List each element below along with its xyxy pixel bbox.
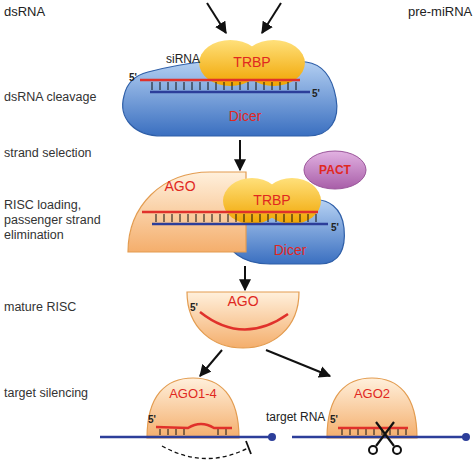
protein-node: AGO1-4 [145, 376, 241, 440]
node-outline [325, 376, 419, 440]
end-marker: 5' [129, 70, 137, 85]
flow-arrow [200, 350, 222, 376]
end-marker: 5' [190, 300, 198, 315]
protein-label: AGO [227, 293, 258, 309]
annotation-label: dsRNA cleavage [4, 90, 96, 105]
flow-arrow [266, 350, 330, 376]
input-arrow [207, 3, 226, 33]
annotation-label: dsRNA [4, 4, 45, 19]
end-marker: 5' [148, 412, 156, 427]
protein-label: Dicer [274, 242, 307, 258]
protein-shape [147, 378, 239, 438]
flow-arrow [239, 140, 241, 170]
annotation-label: target RNA [266, 410, 325, 425]
annotation-label: target silencing [4, 386, 88, 401]
annotation-label: strand selection [4, 146, 92, 161]
protein-label: AGO [164, 178, 195, 194]
protein-label: TRBP [233, 54, 270, 70]
end-marker: 5' [312, 86, 320, 101]
scissor-handle [393, 446, 401, 454]
protein-shape [187, 292, 299, 348]
protein-shape [123, 59, 337, 136]
protein-node: TRBP [222, 176, 322, 226]
annotation-label: RISC loading, passenger strand eliminati… [4, 198, 122, 243]
protein-node: AGO2 [325, 376, 419, 440]
scissor-handle [369, 446, 377, 454]
protein-label: TRBP [253, 192, 290, 208]
protein-shape [226, 200, 345, 264]
node-outline [145, 376, 241, 440]
target-rna-end [268, 433, 276, 441]
protein-shape [327, 378, 417, 438]
annotation-label: siRNA [166, 52, 200, 67]
target-rna-end [462, 433, 470, 441]
end-marker: 5' [330, 412, 338, 427]
annotation-label: mature RISC [4, 300, 76, 315]
flow-arrow [244, 266, 246, 290]
protein-label: Dicer [229, 108, 262, 124]
end-marker: 5' [331, 220, 339, 235]
protein-label: PACT [319, 162, 351, 178]
protein-label: AGO1-4 [169, 386, 217, 402]
protein-node: AGO [185, 290, 301, 350]
protein-label: AGO2 [354, 386, 390, 402]
protein-shape [304, 151, 366, 189]
protein-node: TRBP [198, 38, 306, 88]
annotation-label: pre-miRNA [408, 4, 472, 19]
input-arrow [262, 3, 281, 33]
protein-node: PACT [303, 150, 367, 190]
repression-bar [246, 441, 251, 454]
repression-arc [162, 446, 248, 459]
